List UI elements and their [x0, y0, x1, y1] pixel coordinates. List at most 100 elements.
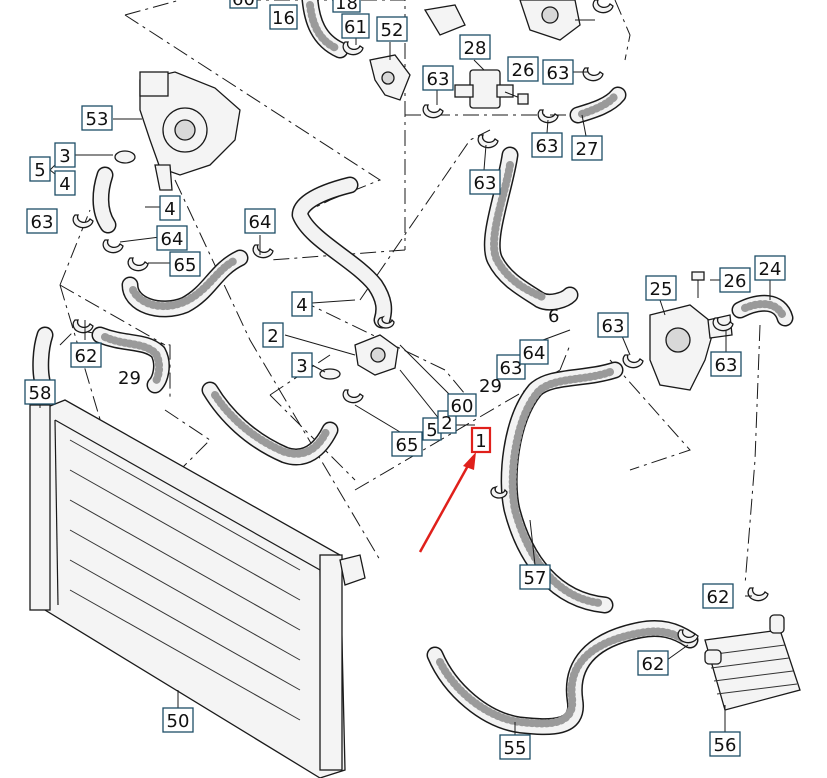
callout-26b: 26: [719, 267, 751, 293]
svg-text:57: 57: [524, 568, 547, 589]
radiator-50: [29, 399, 366, 778]
callout-18: 18: [332, 0, 361, 14]
svg-text:53: 53: [86, 109, 109, 130]
svg-text:16: 16: [272, 8, 295, 29]
svg-text:25: 25: [650, 279, 673, 300]
svg-text:55: 55: [504, 738, 527, 759]
svg-text:64: 64: [523, 343, 546, 364]
callout-62a: 62: [70, 342, 102, 368]
svg-text:65: 65: [174, 255, 197, 276]
callout-25: 25: [645, 275, 677, 301]
callout-3b: 3: [291, 352, 313, 378]
callout-53: 53: [81, 105, 113, 131]
callout-2a: 2: [262, 322, 284, 348]
callout-65b: 65: [391, 431, 423, 457]
svg-text:26: 26: [512, 60, 535, 81]
svg-text:28: 28: [464, 38, 487, 59]
svg-text:60: 60: [232, 0, 255, 10]
svg-text:5: 5: [34, 160, 45, 181]
callout-56: 56: [709, 731, 741, 757]
callout-63b: 63: [542, 59, 574, 85]
label-6: 6: [548, 306, 559, 327]
callout-62b: 62: [702, 583, 734, 609]
svg-text:62: 62: [642, 654, 665, 675]
callout-63a: 63: [422, 65, 454, 91]
callout-28: 28: [459, 34, 491, 60]
svg-text:63: 63: [715, 355, 738, 376]
callout-61: 61: [341, 13, 370, 39]
svg-text:5: 5: [426, 420, 437, 441]
svg-text:63: 63: [602, 316, 625, 337]
callout-4b: 4: [159, 195, 181, 221]
svg-text:65: 65: [396, 435, 419, 456]
callout-52: 52: [376, 16, 408, 42]
callout-1-highlighted: 1: [470, 426, 492, 454]
svg-text:60: 60: [451, 396, 474, 417]
sensor-52: [369, 54, 411, 101]
callout-24: 24: [754, 255, 786, 281]
callout-3a: 3: [54, 142, 76, 168]
clamps: [72, 0, 769, 644]
hose-55: [426, 619, 699, 736]
svg-text:2: 2: [267, 326, 278, 347]
label-29-center: 29: [479, 376, 502, 397]
callout-63e: 63: [26, 208, 58, 234]
svg-text:56: 56: [714, 735, 737, 756]
svg-text:63: 63: [31, 212, 54, 233]
svg-text:1: 1: [475, 431, 486, 452]
top-pump: [423, 0, 581, 41]
svg-text:50: 50: [167, 711, 190, 732]
hose-center: [201, 381, 339, 466]
callout-63c: 63: [531, 132, 563, 158]
callout-64a: 64: [244, 208, 276, 234]
hose-65-left: [121, 249, 249, 318]
hose-6: [483, 146, 579, 311]
svg-text:63: 63: [547, 63, 570, 84]
hose-29-left: [91, 326, 170, 394]
callout-63d: 63: [469, 169, 501, 195]
callout-57: 57: [519, 564, 551, 590]
svg-text:61: 61: [344, 17, 367, 38]
hose-24: [731, 294, 794, 327]
callout-64c: 64: [519, 339, 549, 365]
callout-5a: 5: [29, 156, 51, 182]
upper-middle-hose: [291, 176, 393, 329]
svg-text:27: 27: [576, 139, 599, 160]
callout-16: 16: [269, 4, 298, 30]
svg-text:64: 64: [249, 212, 272, 233]
svg-text:4: 4: [296, 295, 307, 316]
svg-text:18: 18: [335, 0, 358, 14]
svg-text:62: 62: [75, 346, 98, 367]
callout-55: 55: [499, 734, 531, 760]
oil-cooler-56: [704, 614, 801, 711]
highlight-arrow: [418, 452, 476, 553]
svg-text:2: 2: [441, 413, 452, 434]
callout-4c: 4: [291, 291, 313, 317]
svg-text:63: 63: [500, 358, 523, 379]
svg-text:52: 52: [381, 20, 404, 41]
hose-top-16: [301, 0, 349, 59]
svg-text:24: 24: [759, 259, 782, 280]
hose-27: [569, 86, 627, 124]
connector-center: [114, 150, 399, 380]
svg-text:63: 63: [474, 173, 497, 194]
svg-text:4: 4: [164, 199, 175, 220]
svg-text:26: 26: [724, 271, 747, 292]
valve-28: [454, 69, 514, 109]
svg-text:3: 3: [59, 146, 70, 167]
callout-27: 27: [571, 135, 603, 161]
svg-text:63: 63: [536, 136, 559, 157]
callout-labels: 60 16 18 61 52 28 26 63 63 63 27 63 53 3…: [24, 0, 786, 760]
label-29-left: 29: [118, 368, 141, 389]
thermostat-housing-53: [139, 71, 241, 191]
pipe-58: [32, 326, 54, 389]
callout-62c: 62: [637, 650, 669, 676]
callout-64b: 64: [156, 225, 188, 251]
callout-26a: 26: [507, 56, 539, 82]
callout-63f: 63: [496, 354, 526, 380]
callout-63g: 63: [597, 312, 629, 338]
svg-text:62: 62: [707, 587, 730, 608]
callout-60-top: 60: [229, 0, 258, 10]
